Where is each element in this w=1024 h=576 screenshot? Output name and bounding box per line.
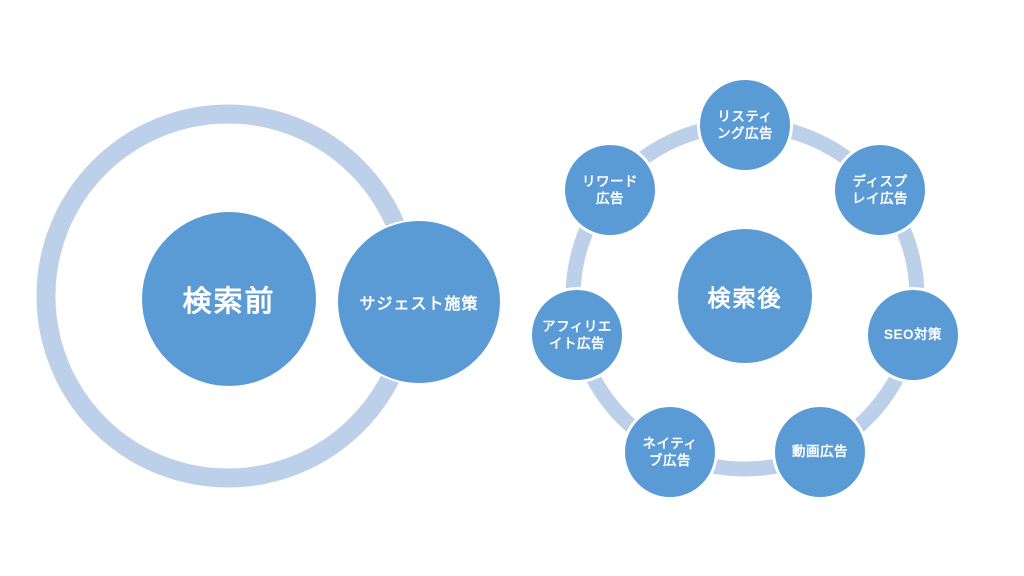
pre-search-label: 検索前 (182, 286, 276, 318)
listing-ads-satellite: リスティ ング広告 (697, 77, 793, 173)
display-ads-label: ディスプ レイ広告 (852, 173, 908, 206)
pre-search-circle: 検索前 (142, 212, 316, 386)
reward-ads-label: リワード 広告 (582, 173, 638, 206)
suggest-strategy-label: サジェスト施策 (359, 296, 479, 313)
native-ads-label: ネイティ ブ広告 (642, 435, 698, 468)
video-ads-satellite: 動画広告 (772, 404, 868, 500)
suggest-strategy-satellite: サジェスト施策 (336, 219, 502, 385)
seo-label: SEO対策 (883, 327, 942, 343)
native-ads-satellite: ネイティ ブ広告 (622, 404, 718, 500)
listing-ads-label: リスティ ング広告 (717, 108, 773, 141)
post-search-label: 検索後 (707, 285, 783, 311)
affiliate-ads-label: アフィリエ イト広告 (542, 318, 612, 351)
reward-ads-satellite: リワード 広告 (562, 142, 658, 238)
display-ads-satellite: ディスプ レイ広告 (832, 142, 928, 238)
affiliate-ads-satellite: アフィリエ イト広告 (529, 287, 625, 383)
post-search-circle: 検索後 (678, 229, 812, 363)
video-ads-label: 動画広告 (792, 444, 848, 460)
seo-satellite: SEO対策 (865, 287, 961, 383)
